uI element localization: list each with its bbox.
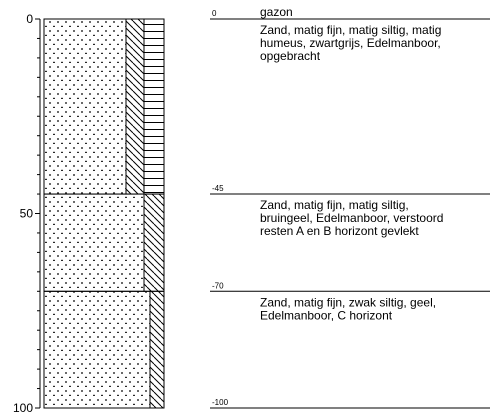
layer-description-line: Zand, matig fijn, matig siltig, matig bbox=[260, 23, 441, 37]
horizontal-line-hatch bbox=[143, 18, 165, 195]
diagonal-hatch bbox=[143, 193, 165, 292]
diagonal-hatch bbox=[125, 18, 145, 195]
layer-top-depth-label: -70 bbox=[212, 281, 224, 290]
depth-tick-label: 50 bbox=[20, 207, 34, 221]
layer-top-depth-label: 0 bbox=[212, 9, 217, 18]
depth-tick-label: 0 bbox=[26, 12, 33, 26]
sand-dot-fill bbox=[43, 193, 145, 292]
depth-axis: 0 50 100 bbox=[13, 12, 41, 415]
layer-description-line: humeus, zwartgrijs, Edelmanboor, bbox=[260, 36, 441, 50]
sand-dot-fill bbox=[43, 18, 127, 195]
diagonal-hatch bbox=[149, 290, 165, 409]
layer-description-line: bruingeel, Edelmanboor, verstoord bbox=[260, 211, 443, 225]
bottom-depth-label: -100 bbox=[212, 398, 229, 407]
sand-dot-fill bbox=[43, 290, 151, 409]
layer-description-line: Zand, matig fijn, matig siltig, bbox=[260, 198, 409, 212]
layer-description-line: Edelmanboor, C horizont bbox=[260, 308, 393, 322]
layer-top-depth-label: -45 bbox=[212, 184, 224, 193]
layer-name: gazon bbox=[260, 5, 293, 19]
depth-tick-label: 100 bbox=[13, 401, 33, 415]
layer-description-line: Zand, matig fijn, zwak siltig, geel, bbox=[260, 295, 436, 309]
layer-description-line: resten A en B horizont gevlekt bbox=[260, 224, 419, 238]
soil-column bbox=[43, 18, 165, 409]
layer-description-line: opgebracht bbox=[260, 49, 321, 63]
soil-column-border bbox=[43, 18, 165, 409]
